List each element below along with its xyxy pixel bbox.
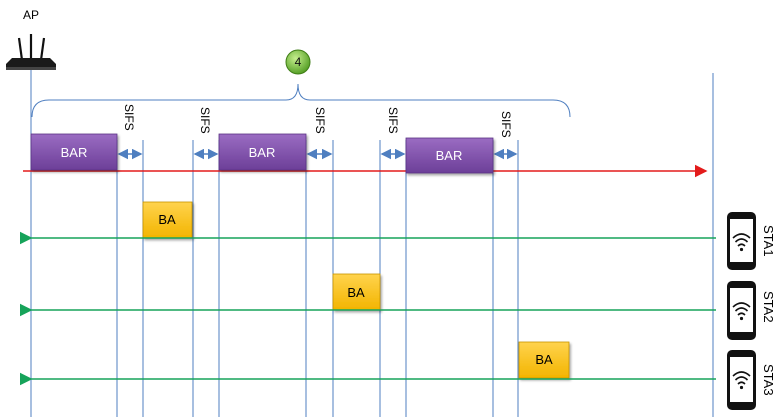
timing-guides bbox=[30, 70, 714, 417]
station-sta3: STA3 bbox=[727, 350, 776, 410]
ba-frame-label: BA bbox=[158, 212, 176, 227]
ba-frame: BA bbox=[142, 201, 193, 239]
sifs-label: SIFS bbox=[198, 107, 212, 134]
sifs-label: SIFS bbox=[386, 107, 400, 134]
station-label: STA3 bbox=[761, 364, 776, 396]
station-lines bbox=[19, 231, 716, 386]
step-badge: 4 bbox=[285, 49, 311, 75]
ba-frame-label: BA bbox=[535, 352, 553, 367]
bar-frame: BAR bbox=[218, 133, 307, 171]
bar-frame-label: BAR bbox=[61, 145, 88, 160]
station-sta1: STA1 bbox=[727, 212, 776, 270]
bar-frame-label: BAR bbox=[436, 148, 463, 163]
sequence-brace bbox=[31, 83, 571, 118]
sifs-label: SIFS bbox=[313, 107, 327, 134]
ba-frame-label: BA bbox=[347, 285, 365, 300]
station-sta2: STA2 bbox=[727, 281, 776, 340]
sifs-label: SIFS bbox=[499, 111, 513, 138]
ba-frame: BA bbox=[332, 273, 381, 311]
sifs-label: SIFS bbox=[122, 104, 136, 131]
ap-label: AP bbox=[23, 8, 39, 22]
smartphone-icon bbox=[727, 350, 756, 410]
station-label: STA2 bbox=[761, 291, 776, 323]
station-label: STA1 bbox=[761, 225, 776, 257]
smartphone-icon bbox=[727, 281, 756, 340]
ba-frame: BA bbox=[518, 341, 570, 379]
bar-frame: BAR bbox=[405, 137, 494, 174]
bar-frame-label: BAR bbox=[249, 145, 276, 160]
sifs-labels: SIFS SIFS SIFS SIFS SIFS bbox=[122, 104, 513, 138]
bar-frame: BAR bbox=[30, 133, 118, 171]
ba-frames: BA BA BA bbox=[142, 201, 570, 379]
router-icon bbox=[6, 34, 56, 70]
smartphone-icon bbox=[727, 212, 756, 270]
step-number: 4 bbox=[295, 55, 302, 69]
bar-frames: BAR BAR BAR bbox=[30, 133, 494, 174]
